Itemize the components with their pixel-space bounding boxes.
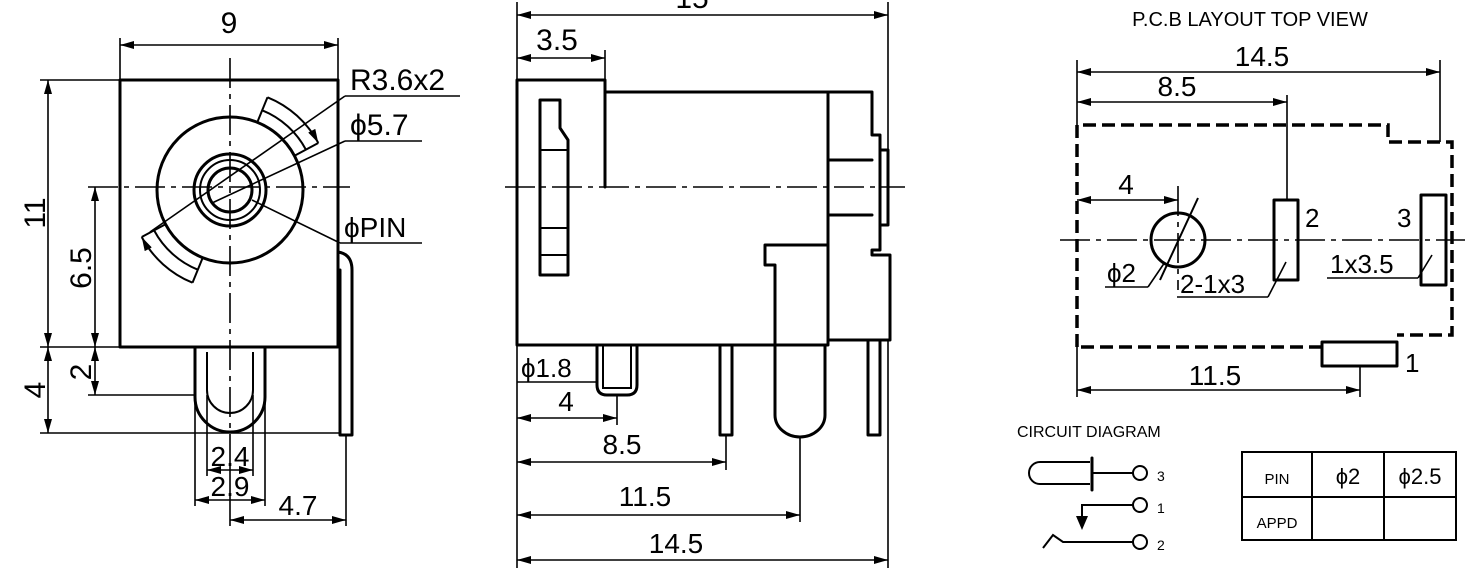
side-pin-dim-label-1: 4	[558, 386, 574, 417]
side-large-pin	[763, 243, 830, 439]
front-radius-label: R3.6x2	[350, 64, 445, 97]
side-round-pin-inner	[602, 345, 632, 389]
plug-symbol	[1028, 461, 1090, 485]
side-pin-dim-label-4: 14.5	[649, 528, 704, 559]
side-pin-diameter-label: ϕ1.8	[521, 353, 572, 383]
pcb-overall-label: 14.5	[1235, 41, 1290, 72]
terminal-1-label: 1	[1157, 500, 1165, 516]
upper-band-cap-start	[256, 96, 269, 123]
front-height-label: 11	[19, 197, 52, 228]
circuit-diagram: CIRCUIT DIAGRAM 3 1 2	[1017, 424, 1165, 553]
front-view: 9 R3.6x2 ϕ5.7 ϕPIN 11 6.5 4 2 2.4 2.9 4.…	[19, 7, 460, 526]
front-bottom-pin-outer	[193, 345, 267, 434]
pcb-pin3-slot	[1419, 193, 1448, 287]
pcb-title: P.C.B LAYOUT TOP VIEW	[1132, 9, 1368, 31]
lower-rotation-arc-outer	[140, 236, 193, 284]
side-rear-pin	[866, 338, 882, 437]
pcb-pin3-number: 3	[1397, 203, 1411, 233]
front-width-label: 9	[221, 7, 238, 40]
side-pin-dim-label-3: 11.5	[619, 481, 671, 512]
front-pin-inner-width-label: 2.4	[211, 441, 250, 472]
pcb-pin2-slot	[1272, 198, 1300, 282]
pin-table-header-pin: PIN	[1264, 471, 1289, 488]
lower-rotation-arc-inner	[153, 229, 199, 271]
side-front-section-label: 3.5	[536, 24, 578, 57]
pcb-hole-leader	[1147, 261, 1166, 288]
pcb-pin1-slot	[1320, 340, 1399, 368]
side-pin-dim-label-2: 8.5	[603, 429, 642, 460]
pcb-hole-label: ϕ2	[1107, 258, 1136, 288]
pcb-pin1-number: 1	[1405, 348, 1419, 378]
upper-rotation-arc-outer	[267, 96, 320, 144]
side-length-label: 15	[675, 0, 708, 15]
socket-diameter-leader	[211, 140, 346, 204]
upper-rotation-arc-inner	[261, 109, 307, 151]
terminal-1-wire	[1081, 504, 1133, 518]
pin-diameter-leader	[251, 199, 341, 244]
side-body-outline	[515, 78, 892, 347]
upper-band-cap-end	[294, 142, 319, 157]
terminal-3-node	[1132, 465, 1148, 481]
pcb-hole-position-label: 4	[1118, 169, 1134, 200]
pin-table-header-2: ϕ2	[1336, 464, 1361, 489]
terminal-2-node	[1132, 534, 1148, 550]
front-body	[118, 78, 340, 349]
pcb-pin2-position-label: 8.5	[1158, 71, 1197, 102]
terminal-3-label: 3	[1157, 468, 1165, 484]
circuit-title: CIRCUIT DIAGRAM	[1017, 424, 1161, 441]
front-pin-height-label: 4	[19, 382, 52, 399]
pcb-hole-hatch	[1159, 197, 1199, 281]
side-view: 15 3.5 ϕ1.8 4 8.5 11.5 14.5	[505, 0, 905, 568]
pcb-layout: P.C.B LAYOUT TOP VIEW 14.5 8.5 4 ϕ2 2	[1060, 9, 1465, 397]
pcb-pin2-leader	[1267, 261, 1287, 298]
front-pin-offset-label: 2	[65, 364, 98, 381]
pcb-pin3-leader	[1417, 254, 1433, 279]
lower-band-cap-end	[141, 223, 166, 238]
pin-table-row-label: APPD	[1257, 515, 1298, 532]
front-side-tab	[336, 250, 354, 437]
radius-leader	[149, 95, 346, 233]
terminal-2-label: 2	[1157, 537, 1165, 553]
terminal-1-node	[1132, 497, 1148, 513]
front-tab-offset-label: 4.7	[279, 490, 318, 521]
pin-table-header-2-5: ϕ2.5	[1399, 464, 1442, 489]
pin-table: PIN ϕ2 ϕ2.5 APPD	[1241, 451, 1457, 541]
pcb-pin2-number: 2	[1305, 203, 1319, 233]
pcb-hole	[1149, 211, 1207, 269]
pcb-pin2-slot-label: 2-1x3	[1180, 269, 1245, 299]
terminal-2-spring-contact	[1042, 533, 1133, 549]
pcb-footprint-outline	[1075, 123, 1454, 349]
terminal-1-arrow	[1076, 516, 1088, 530]
front-socket-diameter-label: ϕ5.7	[350, 109, 409, 142]
lower-band-cap-start	[191, 257, 204, 284]
side-front-slot	[538, 98, 570, 277]
front-pin-diameter-label: ϕPIN	[344, 212, 406, 243]
pcb-pin3-slot-label: 1x3.5	[1330, 249, 1394, 279]
pcb-pin1-position-label: 11.5	[1189, 360, 1241, 391]
side-thin-pin	[718, 343, 734, 437]
front-center-height-label: 6.5	[65, 247, 98, 289]
front-pin-outer-width-label: 2.9	[211, 471, 250, 502]
